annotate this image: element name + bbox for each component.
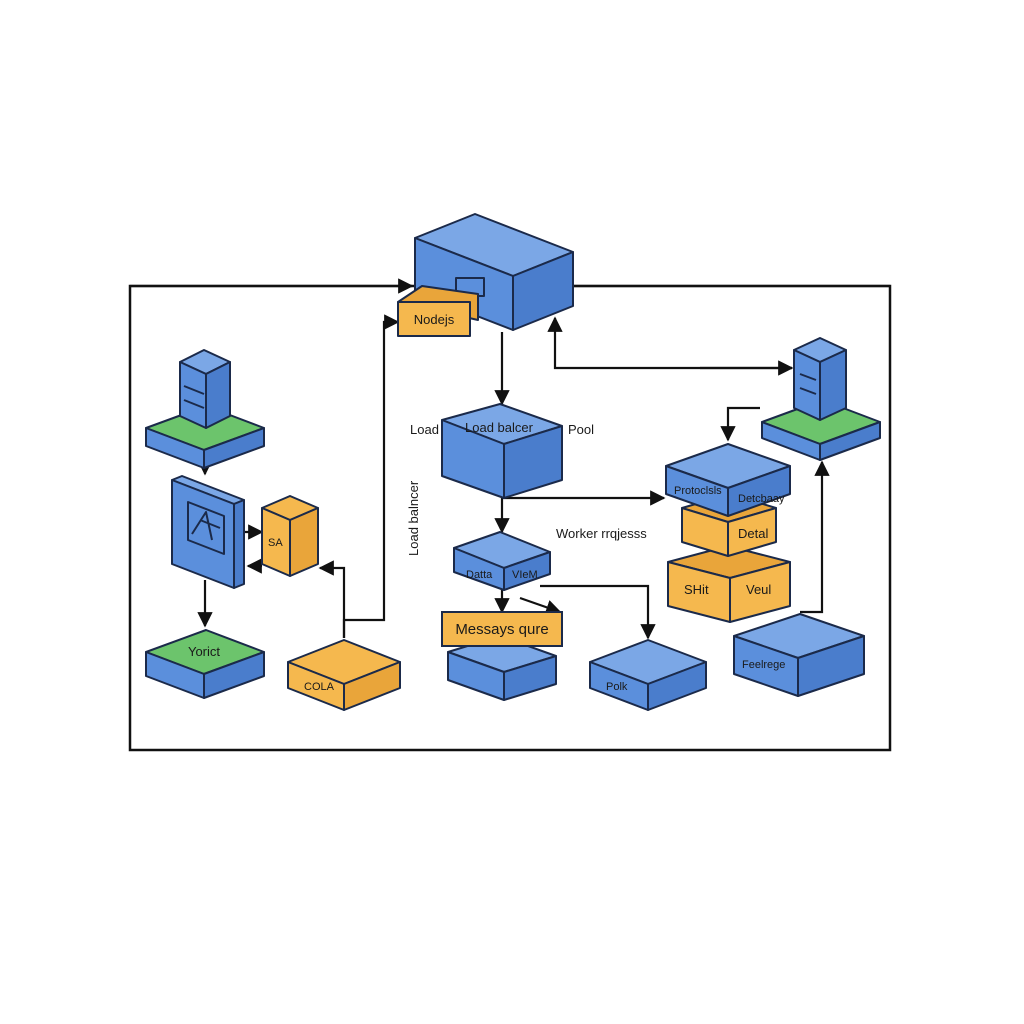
- stack-right-label: Veul: [746, 582, 771, 597]
- cola-label: COLA: [304, 681, 335, 693]
- load-balancer-cube: [441, 403, 563, 499]
- left-server-on-platform: [145, 349, 265, 469]
- database-label: Detcbaay: [738, 493, 785, 505]
- edge-to-database-top: [720, 406, 760, 442]
- database-stack-bottom: [667, 545, 791, 623]
- message-queue-label: Messays qure: [455, 621, 548, 638]
- right-server-on-platform: [761, 337, 881, 461]
- edge-cola-to-nodes: [342, 314, 400, 638]
- screen-panel: [171, 475, 245, 589]
- data-view-box: [453, 531, 551, 591]
- data-view-left-label: Datta: [466, 569, 493, 581]
- edge-right-server-to-top-server: [547, 316, 792, 370]
- edges: [130, 278, 890, 668]
- edge-data-view-to-polk: [540, 584, 656, 640]
- nodes-tag-label: Nodejs: [414, 312, 455, 327]
- load-balancer-vertical-label: Load balncer: [406, 480, 421, 556]
- stack-left-label: SHit: [684, 582, 709, 597]
- edge-cola-to-sa: [318, 560, 346, 638]
- edge-storage-to-right-server: [800, 460, 830, 614]
- yorict-platform: [145, 629, 265, 699]
- storage-label: Feelrege: [742, 659, 785, 671]
- worker-processes-label: Worker rrqjesss: [556, 526, 647, 541]
- pool-label: Pool: [568, 422, 594, 437]
- sa-label: SA: [268, 537, 283, 549]
- cola-box: [287, 639, 401, 711]
- polk-label: Polk: [606, 681, 628, 693]
- polk-box: [589, 639, 707, 711]
- message-queue-bar: [441, 611, 563, 647]
- top-server-box: [414, 213, 574, 331]
- nodes-tag: [397, 285, 479, 337]
- data-view-right-label: VIeM: [512, 569, 538, 581]
- sa-box: [261, 495, 319, 577]
- database-stack-middle: [681, 493, 777, 557]
- load-left-label: Load: [410, 422, 439, 437]
- protocols-label: Protoclsls: [674, 485, 722, 497]
- database-stack-top: [665, 443, 791, 517]
- storage-box: [733, 613, 865, 697]
- edge-data-view-to-queue-right: [519, 596, 562, 615]
- yorict-label: Yorict: [188, 644, 220, 659]
- load-balancer-label: Load balcer: [465, 420, 534, 435]
- detail-label: Detal: [738, 526, 768, 541]
